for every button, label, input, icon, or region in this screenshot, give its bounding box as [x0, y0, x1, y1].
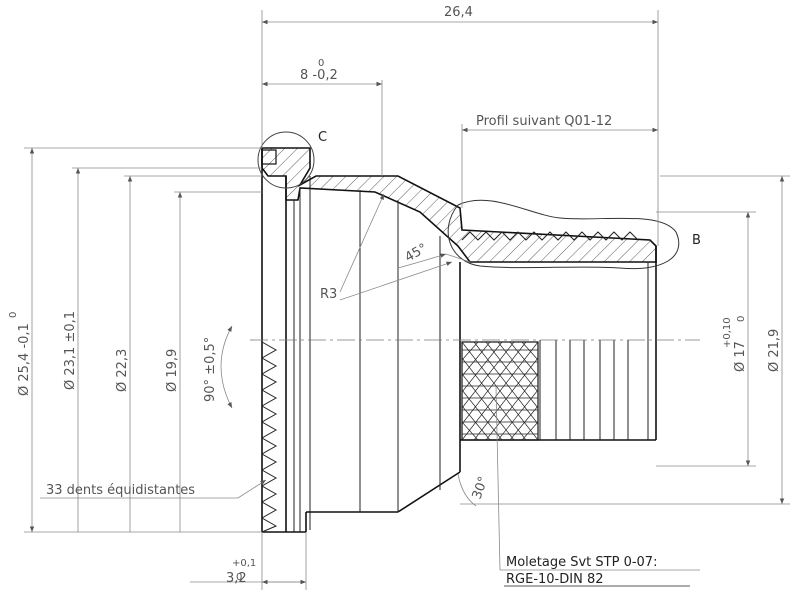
angle-90-label: 90° ±0,5° [203, 337, 218, 402]
profile-teeth [461, 231, 639, 241]
overall-length-label: 26,4 [444, 5, 473, 20]
length-3-2-upper: +0,1 [232, 558, 256, 569]
dia-22-label: Ø 22,3 [115, 349, 130, 392]
length-3-2-label: 3,2 [226, 571, 247, 586]
length-8-upper: 0 [318, 58, 324, 69]
knurl-note-2: RGE-10-DIN 82 [506, 572, 604, 587]
detail-b-outline [447, 199, 680, 270]
angle-30-label: 30° [470, 475, 492, 502]
length-3-2-lower: 0 [236, 572, 242, 583]
dia-19-label: Ø 19,9 [165, 349, 180, 392]
dia-17-upper: +0,10 [722, 317, 733, 348]
dia-25-label: Ø 25,4 -0,1 [17, 323, 32, 396]
detail-c-label: C [318, 130, 327, 145]
length-8-label: 8 -0,2 [300, 68, 338, 83]
teeth-note: 33 dents équidistantes [46, 483, 195, 498]
knurl-pattern [461, 341, 539, 441]
radius-label: R3 [320, 287, 337, 302]
dia-23-label: Ø 23,1 ±0,1 [63, 311, 78, 390]
dia-17-label: Ø 17 [733, 341, 748, 372]
detail-c-circle [257, 131, 315, 189]
dimension-lines [24, 10, 790, 590]
dia-25-upper: 0 [8, 312, 19, 318]
detail-b-label: B [692, 233, 701, 248]
dia-17-lower: 0 [736, 316, 747, 322]
angle-45-label: 45° [403, 241, 430, 266]
knurl-note-1: Moletage Svt STP 0-07: [506, 555, 657, 570]
dimension-texts: 26,4 0 8 -0,2 Profil suivant Q01-12 C B … [8, 5, 782, 587]
front-teeth [260, 341, 278, 533]
dia-21-label: Ø 21,9 [767, 329, 782, 372]
part-outline [250, 148, 700, 533]
profile-note: Profil suivant Q01-12 [476, 114, 612, 129]
